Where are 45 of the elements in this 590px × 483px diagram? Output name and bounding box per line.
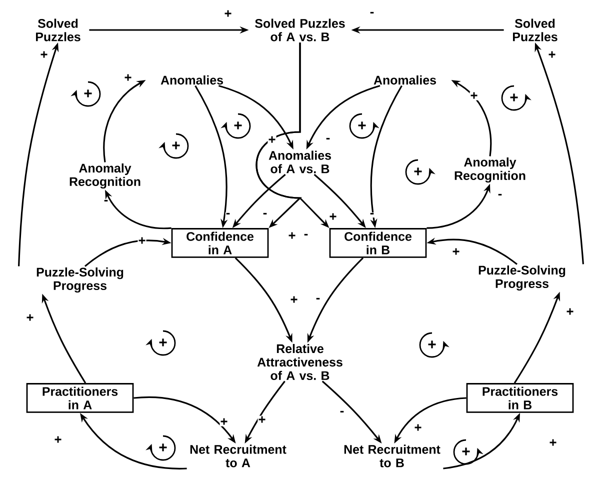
variable-label: Solved Puzzles [513, 18, 558, 42]
polarity-sign: + [452, 248, 460, 256]
polarity-sign: + [328, 212, 338, 222]
polarity-sign: + [548, 438, 558, 448]
polarity-sign: - [262, 212, 268, 218]
polarity-sign: - [325, 137, 331, 143]
variable-label: Puzzle-Solving Progress [478, 265, 566, 291]
polarity-sign: + [290, 296, 298, 304]
stock-box: Confidence in A [171, 228, 269, 258]
polarity-sign: + [124, 74, 132, 82]
variable-label: Solved Puzzles [36, 18, 80, 42]
stock-box: Practitioners in B [466, 383, 574, 413]
variable-label: Net Recruitment to A [190, 444, 286, 468]
stock-box: Practitioners in A [26, 383, 134, 413]
polarity-sign: + [224, 10, 232, 18]
polarity-sign: + [26, 314, 34, 322]
polarity-sign: + [258, 416, 266, 424]
variable-label: Anomalies [160, 75, 223, 85]
variable-label: Anomaly Recognition [70, 163, 140, 189]
polarity-sign: - [369, 212, 375, 218]
polarity-sign: - [497, 193, 503, 199]
polarity-sign: + [40, 50, 48, 60]
polarity-sign: - [103, 199, 109, 205]
variable-label: Solved Puzzles of A vs. B [255, 18, 345, 42]
polarity-sign: + [470, 92, 478, 100]
polarity-sign: - [339, 410, 345, 416]
polarity-sign: + [566, 308, 574, 316]
polarity-sign: + [268, 136, 276, 144]
variable-label: Anomaly Recognition [454, 157, 526, 183]
variable-label: Anomalies of A vs. B [268, 150, 331, 174]
polarity-sign: + [414, 424, 422, 432]
stock-box: Confidence in B [329, 228, 427, 258]
polarity-sign: - [369, 11, 375, 17]
polarity-sign: + [548, 50, 556, 60]
variable-label: Net Recruitment to B [344, 444, 440, 468]
variable-label: Anomalies [374, 75, 436, 85]
polarity-sign: - [315, 297, 321, 303]
polarity-sign: + [288, 232, 296, 240]
polarity-sign: + [220, 418, 228, 426]
polarity-sign: + [138, 236, 146, 246]
polarity-sign: - [303, 233, 309, 239]
polarity-sign: - [225, 212, 231, 218]
variable-label: Puzzle-Solving Progress [36, 267, 124, 293]
variable-label: Relative Attractiveness of A vs. B [257, 344, 342, 380]
polarity-sign: + [54, 436, 62, 444]
